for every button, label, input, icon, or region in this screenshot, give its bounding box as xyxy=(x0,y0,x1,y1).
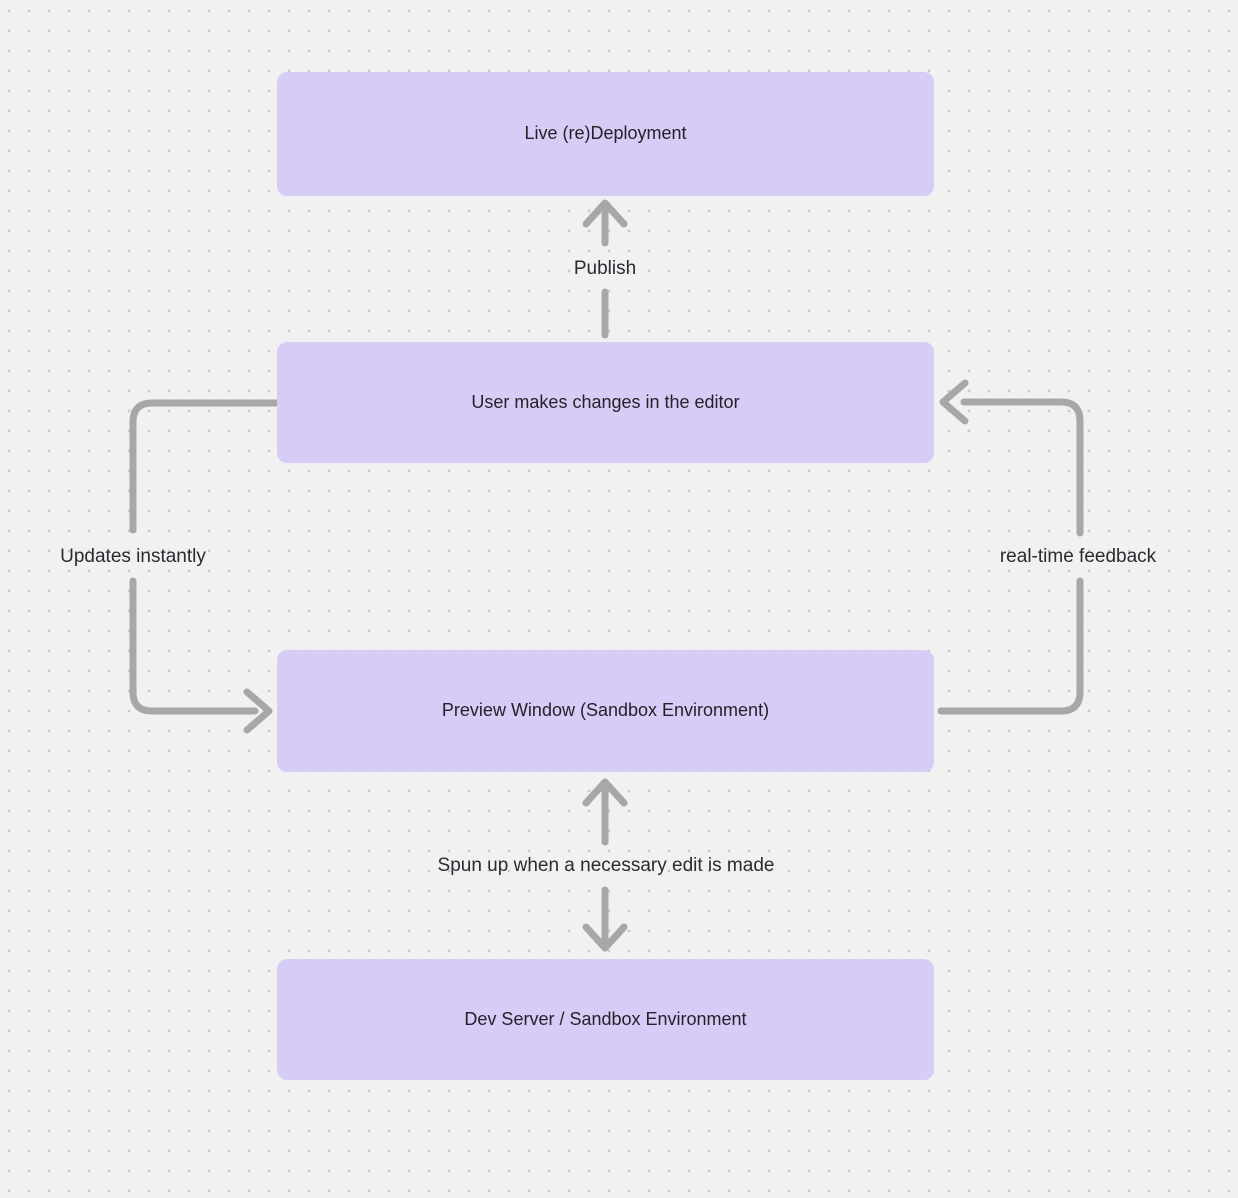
node-user-makes-changes: User makes changes in the editor xyxy=(277,342,934,463)
edge-label-realtime-feedback: real-time feedback xyxy=(999,546,1157,567)
edge-label-updates-instantly: Updates instantly xyxy=(60,546,206,567)
node-dev-server: Dev Server / Sandbox Environment xyxy=(277,959,934,1080)
edge-label-publish: Publish xyxy=(573,258,637,279)
edge-label-spun-up: Spun up when a necessary edit is made xyxy=(437,855,775,876)
node-live-redeployment: Live (re)Deployment xyxy=(277,72,934,196)
node-preview-window: Preview Window (Sandbox Environment) xyxy=(277,650,934,772)
